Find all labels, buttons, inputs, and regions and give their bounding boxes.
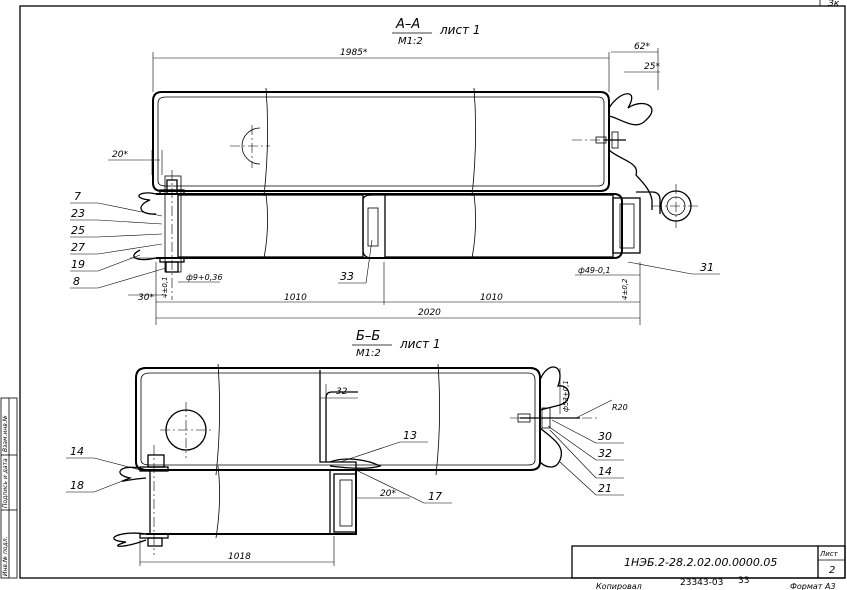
stamp-text-1: Взам.инв.№ <box>2 415 9 452</box>
callout-8: 8 <box>73 275 80 288</box>
dim-32: 32 <box>336 387 348 397</box>
callout-25: 25 <box>71 224 85 237</box>
callout-7: 7 <box>74 190 81 203</box>
dim-diam-9: ф9+0,36 <box>186 273 222 282</box>
callout-27: 27 <box>71 241 85 254</box>
sheet-label: Лист <box>819 550 839 558</box>
dim-25: 25* <box>644 62 660 72</box>
callout-14-left: 14 <box>70 445 84 458</box>
section-b-dims: 32 20* 1018 <box>139 384 410 566</box>
section-a-title: А–А <box>395 17 420 32</box>
callout-32: 32 <box>598 447 612 460</box>
section-b-callouts: 14 18 13 17 30 32 14 21 <box>66 419 624 504</box>
drawing-frame <box>19 5 846 579</box>
footer: Копировал 23343-03 33 Формат А3 <box>596 576 836 590</box>
callout-19: 19 <box>71 258 85 271</box>
section-b-title: Б–Б <box>356 329 380 344</box>
dim-2020: 2020 <box>418 308 441 318</box>
callout-17: 17 <box>428 490 442 503</box>
corner-mark: Зк <box>828 0 840 9</box>
section-b-upper-box <box>135 363 541 476</box>
footer-right: Формат А3 <box>790 582 836 590</box>
callout-23: 23 <box>71 207 85 220</box>
section-a-callouts: 7 23 25 27 19 8 33 31 <box>70 190 720 289</box>
dim-30: 30* <box>138 293 154 303</box>
dim-1010-right: 1010 <box>480 293 503 303</box>
dim-1010-left: 1010 <box>284 293 307 303</box>
dim-diam-53: ф53+0,1 <box>562 380 570 412</box>
section-b-bolt <box>113 445 382 555</box>
section-b-right-hinge: ф53+0,1 R20 <box>510 366 628 468</box>
stamp-text-3: Инв.№ подл. <box>2 536 9 576</box>
dim-4-left: 4±0,1 <box>161 277 169 298</box>
dim-1985: 1985* <box>340 48 368 58</box>
callout-18: 18 <box>70 479 84 492</box>
callout-21: 21 <box>598 482 612 495</box>
callout-30: 30 <box>598 430 612 443</box>
archive-number: 23343-03 <box>680 578 723 588</box>
dim-20b: 20* <box>380 489 396 499</box>
callout-33: 33 <box>340 270 354 283</box>
section-b-note: лист 1 <box>399 337 441 351</box>
dim-a-overall-top: 1985* 62* 25* <box>152 42 660 92</box>
sheet-number: 2 <box>829 565 835 576</box>
section-a-header: А–А М1:2 лист 1 <box>392 17 481 47</box>
page-number: 33 <box>738 576 749 586</box>
section-a-scale: М1:2 <box>398 36 423 47</box>
section-a-insulation <box>156 193 641 259</box>
callout-13: 13 <box>403 429 417 442</box>
callout-14-right: 14 <box>598 465 612 478</box>
section-a-note: лист 1 <box>439 23 481 37</box>
dim-1018: 1018 <box>228 552 251 562</box>
section-a-upper-box <box>152 87 610 197</box>
footer-left: Копировал <box>596 582 642 590</box>
side-stamp: Взам.инв.№ Подпись и дата Инв.№ подл. <box>0 397 18 579</box>
section-b-insulation <box>146 461 357 539</box>
dim-diam-49: ф49-0,1 <box>578 266 611 275</box>
stamp-text-2: Подпись и дата <box>2 458 9 508</box>
dim-r20: R20 <box>612 403 628 412</box>
title-block: 1НЭБ.2-28.2.02.00.0000.05 Лист 2 <box>571 545 846 579</box>
doc-number: 1НЭБ.2-28.2.02.00.0000.05 <box>624 556 777 569</box>
dim-62: 62* <box>634 42 650 52</box>
dim-20-left: 20* <box>112 150 128 160</box>
section-a-left-dims: 20* ф9+0,36 4±0,1 30* <box>108 150 222 303</box>
callout-31: 31 <box>700 261 714 274</box>
section-b-header: Б–Б М1:2 лист 1 <box>352 329 441 359</box>
section-b-scale: М1:2 <box>356 348 381 359</box>
section-a-hinge <box>595 93 700 228</box>
section-a-bottom-dims: 1010 1010 2020 ф49-0,1 4±0,2 <box>155 262 641 325</box>
dim-4-right: 4±0,2 <box>621 278 629 300</box>
